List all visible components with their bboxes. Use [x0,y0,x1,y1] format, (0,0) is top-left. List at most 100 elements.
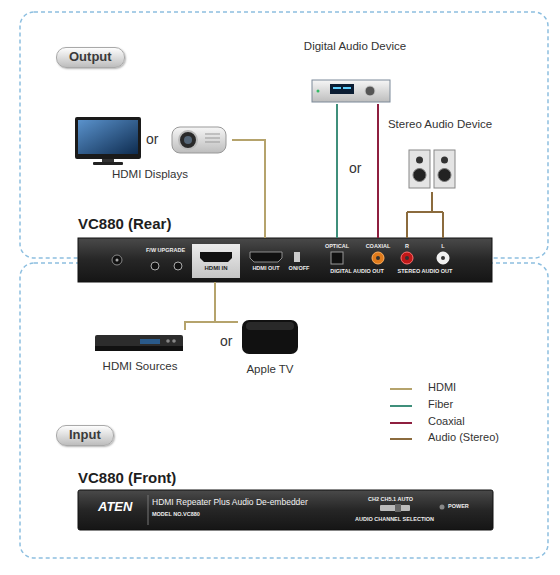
switch-label: ON/OFF [289,265,310,271]
rear-panel-body [116,259,119,262]
device-label: HDMI Sources [103,360,178,373]
coaxial-cable [377,104,379,238]
switch-label: CH2 CH5.1 AUTO [368,496,413,502]
choice-word: or [146,131,158,147]
speaker-icon [441,157,448,164]
apple-tv-icon [242,320,298,354]
digital-audio-icon [365,86,375,96]
group-label: DIGITAL AUDIO OUT [330,268,384,274]
rear-panel-body [192,244,240,278]
rear-panel-body [250,252,282,262]
rear-panel-body [441,256,445,260]
rear-panel-body [78,238,492,282]
brand-logo: ATEN [98,500,132,515]
region-outline [20,263,548,558]
hdmi-cable [185,282,215,330]
device-title: VC880 (Rear) [78,215,171,232]
tv-icon [93,162,123,165]
rear-panel-body [437,252,449,264]
legend-label: Audio (Stereo) [428,431,499,444]
choice-word: or [349,160,361,176]
dvd-player-icon [95,335,183,351]
device-group: Stereo Audio Device [386,116,494,192]
stereo-cable [407,192,443,238]
port-label: R [405,243,409,249]
device-group: Apple TV [238,315,305,382]
front-panel-body [440,505,445,510]
legend-swatch [390,405,412,407]
tv-icon [75,117,141,165]
device-label: HDMI Displays [112,168,188,181]
speaker-icon [434,150,455,188]
digital-audio-icon [317,90,320,93]
rear-panel-body [376,256,380,260]
device-group: HDMI Displays [70,112,232,186]
product-name: HDMI Repeater Plus Audio De-embedder [152,498,308,508]
hdmi-cable [232,140,265,238]
rear-panel-body [174,262,182,270]
device-title: VC880 (Front) [78,469,176,486]
front-panel-body [78,490,493,530]
digital-audio-icon [330,84,354,94]
device-label: Stereo Audio Device [388,118,492,131]
apple-tv-icon [242,320,298,354]
rear-panel-body [372,252,384,264]
device-label: Digital Audio Device [304,40,406,53]
speaker-icon [409,150,455,188]
speaker-icon [438,169,451,182]
projector-icon [205,134,220,135]
tv-icon [102,159,114,162]
port-label: HDMI OUT [252,265,279,271]
port-label: F/W UPGRADE [146,247,185,253]
group-label: STEREO AUDIO OUT [398,268,453,274]
legend-label: Coaxial [428,415,465,428]
rear-panel-body [78,238,492,282]
device-group: HDMI Sources [90,330,195,376]
tv-icon [75,117,141,159]
digital-audio-icon [333,87,341,89]
rear-panel-body [401,252,413,264]
legend-label: Fiber [428,398,453,411]
front-panel: VC880 (Front)ATENHDMI Repeater Plus Audi… [78,490,493,530]
front-panel-body [380,505,410,511]
device-label: Apple TV [246,363,293,376]
input-region: InputHDMI SourcesApple TVVC880 (Front)AT… [20,263,548,558]
port-label: COAXIAL [366,243,391,249]
legend-swatch [390,422,412,424]
dvd-player-icon [172,339,176,343]
speaker-icon [413,169,426,182]
rear-panel-body [405,256,409,260]
rear-panel-body [294,252,300,262]
legend-label: HDMI [428,381,456,394]
switch-label: AUDIO CHANNEL SELECTION [355,516,434,522]
legend-swatch [390,438,412,440]
projector-icon [179,131,197,149]
port-label: OPTICAL [325,243,349,249]
port-label: HDMI IN [205,265,228,272]
apple-tv-icon [246,322,294,330]
dvd-player-icon [140,339,160,344]
dvd-player-icon [95,335,183,351]
dvd-player-icon [95,346,183,351]
front-panel-body [78,490,493,530]
projector-icon [205,142,220,143]
fiber-cable [336,104,338,238]
digital-audio-icon [343,87,351,89]
projector-icon [172,127,226,153]
region-outline [20,12,548,558]
rear-panel: VC880 (Rear)F/W UPGRADEHDMI INHDMI OUTON… [78,238,492,282]
projector-icon [205,138,220,139]
region-outline [20,12,548,258]
digital-audio-icon [312,80,390,102]
projector-icon [184,136,192,144]
front-panel-body [395,504,401,512]
rear-panel-body [331,252,343,264]
legend-swatch [390,388,412,390]
digital-audio-icon [312,80,390,102]
hdmi-cable [215,282,238,322]
speaker-icon [416,157,423,164]
model-number: MODEL NO.VC880 [152,511,200,517]
